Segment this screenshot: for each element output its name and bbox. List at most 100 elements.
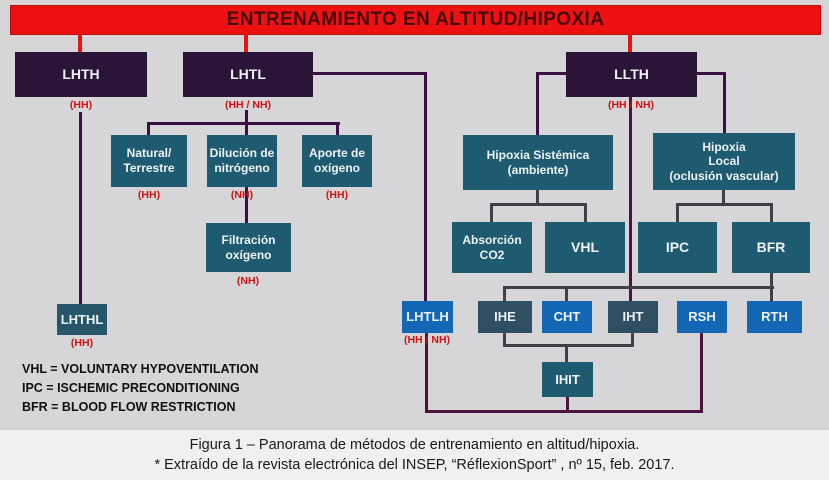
node-rsh: RSH — [677, 301, 727, 333]
node-rsh-label: RSH — [688, 309, 716, 325]
node-absorcion-line1: Absorción — [462, 232, 522, 247]
node-filtracion-line1: Filtración — [221, 232, 276, 247]
node-llth-label: LLTH — [614, 65, 649, 82]
edge-bracket-ipc — [676, 203, 679, 222]
node-cht: CHT — [542, 301, 592, 333]
node-filtracion-oxigeno: Filtración oxígeno — [206, 223, 291, 272]
edge-dilucion-filtracion — [245, 187, 248, 223]
edge-sistemica-bracket — [536, 190, 539, 205]
node-rth: RTH — [747, 301, 802, 333]
node-cht-label: CHT — [553, 309, 581, 325]
edge-lhth-lhthl — [79, 112, 82, 304]
node-aporte-line1: Aporte de — [308, 146, 365, 161]
edge-bracket-aporte — [336, 122, 339, 137]
node-lhtl-label: LHTL — [230, 65, 266, 82]
diagram-title: ENTRENAMIENTO EN ALTITUD/HIPOXIA — [226, 9, 605, 30]
node-lhtl: LHTL — [183, 52, 313, 97]
node-iht-label: IHT — [622, 309, 644, 325]
node-bfr: BFR — [732, 222, 810, 273]
node-ipc: IPC — [638, 222, 717, 273]
edge-iht-down — [631, 333, 634, 346]
edge-bracket-ihe — [503, 286, 506, 301]
node-sistemica-line2: (ambiente) — [507, 162, 569, 177]
edge-bracket-natural — [147, 122, 150, 137]
node-hipoxia-local: Hipoxia Local (oclusión vascular) — [653, 133, 795, 190]
edge-banner-lhth — [78, 33, 82, 53]
edge-bottom-bus — [425, 410, 703, 413]
node-absorcion-line2: CO2 — [479, 247, 505, 262]
edge-row-bracket — [503, 286, 774, 289]
node-natural-line2: Terrestre — [123, 161, 175, 175]
node-lhth-tag: (HH) — [69, 99, 93, 111]
edge-ihe-iht-bracket — [503, 344, 634, 347]
node-llth-tag: (HH / NH) — [607, 99, 655, 111]
node-ipc-label: IPC — [665, 238, 690, 255]
node-lhthl-tag: (HH) — [70, 337, 94, 349]
node-lhth: LHTH — [15, 52, 147, 97]
node-filtracion-line2: oxígeno — [225, 247, 272, 262]
edge-bracket-cht — [565, 286, 568, 301]
node-ihit: IHIT — [542, 362, 593, 397]
node-dilucion-nitrogeno: Dilución de nitrógeno — [207, 135, 277, 187]
edge-bracket-ihit — [565, 344, 568, 362]
edge-rsh-bottom — [700, 333, 703, 413]
node-rth-label: RTH — [761, 309, 788, 325]
node-aporte-oxigeno: Aporte de oxígeno — [302, 135, 372, 187]
node-dilucion-line1: Dilución de — [209, 146, 275, 161]
edge-bracket-absorcion — [490, 203, 493, 222]
node-lhthl-label: LHTHL — [60, 311, 104, 327]
legend-line-ipc: IPC = ISCHEMIC PRECONDITIONING — [22, 381, 240, 395]
node-lhtl-tag: (HH / NH) — [224, 99, 272, 111]
node-absorcion-co2: Absorción CO2 — [452, 222, 532, 273]
legend-line-bfr: BFR = BLOOD FLOW RESTRICTION — [22, 400, 236, 414]
edge-ihe-down — [503, 333, 506, 346]
node-ihe-label: IHE — [494, 309, 516, 325]
legend-line-vhl: VHL = VOLUNTARY HYPOVENTILATION — [22, 362, 259, 376]
edge-bracket-bfr — [770, 203, 773, 222]
figure-source: * Extraído de la revista electrónica del… — [154, 457, 675, 473]
node-natural-tag: (HH) — [137, 189, 161, 201]
node-filtracion-tag: (NH) — [236, 275, 260, 287]
node-vhl-label: VHL — [571, 238, 599, 255]
edge-llth-sistemica — [536, 72, 539, 135]
edge-banner-lhtl — [244, 33, 248, 53]
node-hipoxia-sistemica: Hipoxia Sistémica (ambiente) — [463, 135, 613, 190]
edge-sistemica-children-bracket — [490, 203, 587, 206]
node-local-line2: Local — [708, 154, 740, 169]
node-local-line3: (oclusión vascular) — [669, 168, 779, 183]
node-lhth-label: LHTH — [62, 65, 100, 82]
node-dilucion-tag: (NH) — [230, 189, 254, 201]
edge-llth-left — [536, 72, 566, 75]
node-ihe: IHE — [478, 301, 532, 333]
edge-bfr-rth — [770, 273, 773, 301]
node-vhl: VHL — [545, 222, 625, 273]
node-lhtlh-label: LHTLH — [406, 309, 449, 325]
edge-lhtl-lhtlh — [424, 72, 427, 301]
node-aporte-line2: oxígeno — [313, 161, 360, 175]
node-lhthl: LHTHL — [57, 304, 107, 335]
edge-llth-iht — [629, 97, 632, 301]
edge-lhtlh-bottom — [425, 333, 428, 413]
edge-llth-local — [723, 72, 726, 133]
edge-bracket-vhl — [584, 203, 587, 222]
node-llth: LLTH — [566, 52, 697, 97]
edge-lhtl-children-bracket — [147, 122, 340, 125]
node-bfr-label: BFR — [756, 238, 786, 255]
edge-lhtl-right — [313, 72, 427, 75]
figure-caption: Figura 1 – Panorama de métodos de entren… — [189, 437, 640, 453]
caption-background — [0, 430, 829, 480]
edge-banner-llth — [628, 33, 632, 53]
node-natural-terrestre: Natural/ Terrestre — [111, 135, 187, 187]
node-local-line1: Hipoxia — [702, 139, 746, 154]
node-natural-line1: Natural/ — [126, 146, 172, 161]
node-sistemica-line1: Hipoxia Sistémica — [486, 147, 590, 162]
node-ihit-label: IHIT — [555, 371, 580, 387]
edge-ihit-bottom — [566, 397, 569, 413]
node-lhtlh-tag: (HH / NH) — [403, 334, 451, 346]
edge-llth-right — [697, 72, 726, 75]
node-iht: IHT — [608, 301, 658, 333]
node-lhtlh: LHTLH — [402, 301, 453, 333]
node-aporte-tag: (HH) — [325, 189, 349, 201]
diagram-title-banner: ENTRENAMIENTO EN ALTITUD/HIPOXIA — [10, 5, 821, 35]
